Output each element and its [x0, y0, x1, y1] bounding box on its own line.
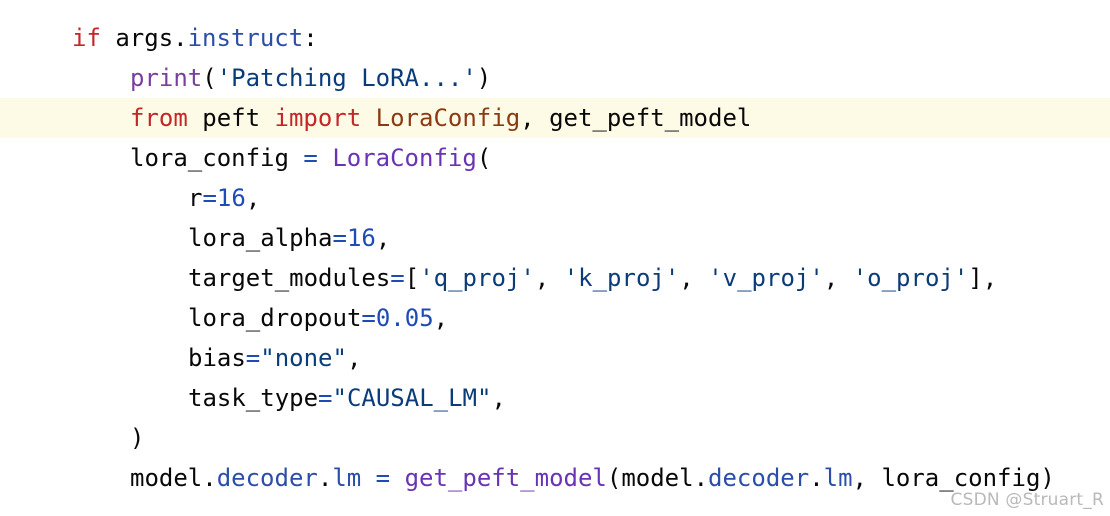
comma: , — [433, 304, 449, 332]
code-line-5[interactable]: r=16, — [0, 178, 1110, 218]
kwarg-bias: bias — [188, 344, 246, 372]
bracket-close: ], — [968, 264, 998, 292]
keyword-import: import — [274, 104, 362, 132]
colon: : — [303, 24, 318, 52]
operator-eq: = — [390, 264, 405, 292]
identifier-model: model — [130, 464, 203, 492]
comma: , — [491, 384, 506, 412]
kwarg-r: r — [188, 184, 203, 212]
string-literal: 'k_proj' — [563, 264, 680, 292]
attribute-lm: lm — [823, 464, 853, 492]
code-line-1[interactable]: if args.instruct: — [0, 18, 1110, 58]
keyword-if: if — [72, 24, 101, 52]
operator-eq: = — [332, 224, 347, 252]
paren-open: ( — [476, 144, 492, 172]
bracket-open: [ — [404, 264, 420, 292]
operator-eq: = — [245, 344, 261, 372]
number-literal: 16 — [216, 184, 246, 212]
csdn-watermark: CSDN @Struart_R — [950, 490, 1104, 510]
kwarg-lora-dropout: lora_dropout — [188, 304, 362, 332]
identifier-get-peft-model: get_peft_model — [549, 104, 752, 132]
number-literal: 0.05 — [375, 304, 434, 332]
paren-open: ( — [202, 64, 217, 92]
operator-assign: = — [288, 144, 333, 172]
code-line-12[interactable]: model.decoder.lm = get_peft_model(model.… — [0, 458, 1110, 498]
comma: , — [375, 224, 391, 252]
kwarg-lora-alpha: lora_alpha — [188, 224, 333, 252]
code-line-6[interactable]: lora_alpha=16, — [0, 218, 1110, 258]
dot: . — [317, 464, 333, 492]
paren-close: ) — [130, 424, 145, 452]
string-literal: 'q_proj' — [419, 264, 535, 292]
kwarg-target-modules: target_modules — [188, 264, 391, 292]
comma: , — [534, 264, 564, 292]
code-line-10[interactable]: task_type="CAUSAL_LM", — [0, 378, 1110, 418]
code-line-2[interactable]: print('Patching LoRA...') — [0, 58, 1110, 98]
code-line-9[interactable]: bias="none", — [0, 338, 1110, 378]
kwarg-task-type: task_type — [188, 384, 319, 412]
identifier-peft: peft — [187, 104, 275, 132]
paren-close: ) — [476, 64, 492, 92]
dot: . — [202, 464, 217, 492]
comma: , — [823, 264, 853, 292]
attribute-decoder: decoder — [708, 464, 810, 492]
string-literal: "none" — [260, 344, 347, 372]
class-call-loraconfig: LoraConfig — [332, 144, 477, 172]
identifier-model: model — [621, 464, 694, 492]
paren-close: ) — [1040, 464, 1055, 492]
comma: , — [245, 184, 261, 212]
string-literal: 'o_proj' — [852, 264, 969, 292]
dot: . — [173, 24, 188, 52]
comma: , — [679, 264, 709, 292]
dot: . — [693, 464, 709, 492]
string-literal: 'v_proj' — [708, 264, 824, 292]
class-loraconfig: LoraConfig — [375, 104, 521, 132]
code-line-4[interactable]: lora_config = LoraConfig( — [0, 138, 1110, 178]
string-literal: 'Patching LoRA...' — [216, 64, 477, 92]
builtin-print: print — [130, 64, 203, 92]
string-literal: "CAUSAL_LM" — [332, 384, 492, 412]
comma: , — [520, 104, 550, 132]
paren-open: ( — [606, 464, 622, 492]
code-line-3-current[interactable]: from peft import LoraConfig, get_peft_mo… — [0, 98, 1110, 138]
space — [361, 104, 375, 132]
comma: , — [852, 464, 882, 492]
operator-eq: = — [202, 184, 217, 212]
operator-eq: = — [361, 304, 376, 332]
dot: . — [809, 464, 824, 492]
identifier-lora-config: lora_config — [881, 464, 1041, 492]
comma: , — [346, 344, 362, 372]
attribute-lm: lm — [332, 464, 362, 492]
keyword-from: from — [130, 104, 188, 132]
attribute-instruct: instruct — [187, 24, 304, 52]
function-call-get-peft-model: get_peft_model — [404, 464, 607, 492]
attribute-decoder: decoder — [216, 464, 318, 492]
code-line-7[interactable]: target_modules=['q_proj', 'k_proj', 'v_p… — [0, 258, 1110, 298]
code-line-11[interactable]: ) — [0, 418, 1110, 458]
identifier-args: args — [100, 24, 174, 52]
identifier-lora-config: lora_config — [130, 144, 289, 172]
operator-eq: = — [318, 384, 333, 412]
code-line-8[interactable]: lora_dropout=0.05, — [0, 298, 1110, 338]
operator-assign: = — [361, 464, 405, 492]
number-literal: 16 — [346, 224, 376, 252]
